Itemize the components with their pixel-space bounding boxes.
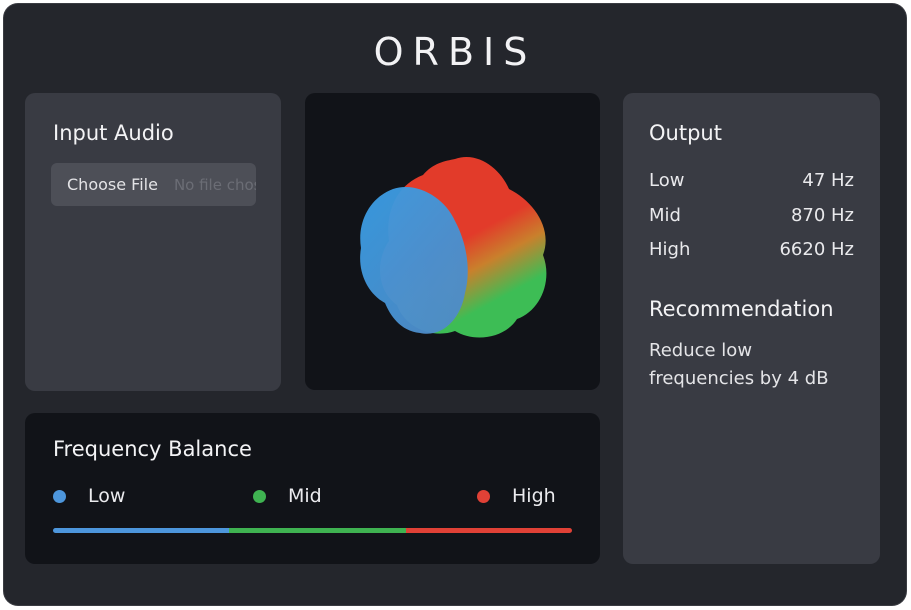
high-dot-icon [477, 489, 490, 503]
legend-item-high: High [477, 485, 556, 507]
frequency-balance-panel: Frequency Balance Low Mid High [25, 413, 600, 564]
balance-segment-high [405, 528, 572, 533]
output-value-high: 6620 Hz [779, 239, 854, 260]
legend-label-high: High [512, 485, 556, 507]
choose-file-button[interactable]: Choose File [67, 175, 158, 194]
mid-dot-icon [253, 489, 266, 503]
output-row-low: Low 47 Hz [649, 170, 854, 191]
low-blob [360, 186, 468, 334]
legend-item-low: Low [53, 485, 125, 507]
app-title: ORBIS [373, 30, 537, 74]
input-audio-heading: Input Audio [53, 121, 174, 145]
low-dot-icon [53, 489, 66, 503]
recommendation-heading: Recommendation [649, 297, 834, 321]
output-row-mid: Mid 870 Hz [649, 205, 854, 226]
balance-segment-mid [229, 528, 406, 533]
output-panel: Output Low 47 Hz Mid 870 Hz High 6620 Hz… [623, 93, 880, 564]
output-label-mid: Mid [649, 205, 681, 226]
output-heading: Output [649, 121, 722, 145]
output-value-mid: 870 Hz [790, 205, 854, 226]
output-value-low: 47 Hz [802, 170, 854, 191]
file-status-text: No file chosen [173, 175, 256, 194]
legend-label-mid: Mid [288, 485, 322, 507]
frequency-balance-heading: Frequency Balance [53, 437, 252, 461]
balance-segment-low [53, 528, 230, 533]
frequency-balance-bar [53, 528, 572, 533]
legend-item-mid: Mid [253, 485, 322, 507]
output-label-low: Low [649, 170, 685, 191]
recommendation-text: Reduce low frequencies by 4 dB [649, 340, 829, 389]
file-input[interactable]: Choose File No file chosen [51, 163, 256, 206]
spectrum-blob-visual [360, 156, 547, 338]
visualizer-panel [305, 93, 600, 390]
output-row-high: High 6620 Hz [649, 239, 854, 260]
legend-label-low: Low [88, 485, 126, 507]
output-label-high: High [649, 239, 691, 260]
app-window: ORBIS Input Audio Choose File No file ch… [4, 4, 906, 605]
input-audio-panel: Input Audio Choose File No file chosen [25, 93, 281, 391]
